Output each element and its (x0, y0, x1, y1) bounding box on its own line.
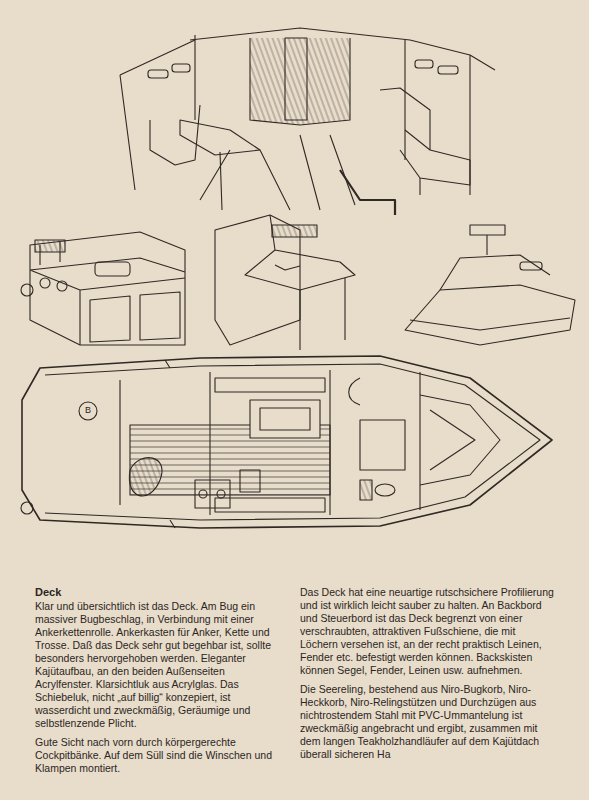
plan-marker: B (82, 405, 94, 415)
body-paragraph: Gute Sicht nach vorn durch körpergerecht… (35, 736, 275, 775)
body-paragraph: Die Seereling, bestehend aus Niro-Bugkor… (300, 683, 555, 761)
section-heading: Deck (35, 586, 275, 599)
body-paragraph: Klar und übersichtlich ist das Deck. Am … (35, 600, 275, 730)
body-paragraph: Das Deck hat eine neuartige rutschsicher… (300, 586, 555, 677)
